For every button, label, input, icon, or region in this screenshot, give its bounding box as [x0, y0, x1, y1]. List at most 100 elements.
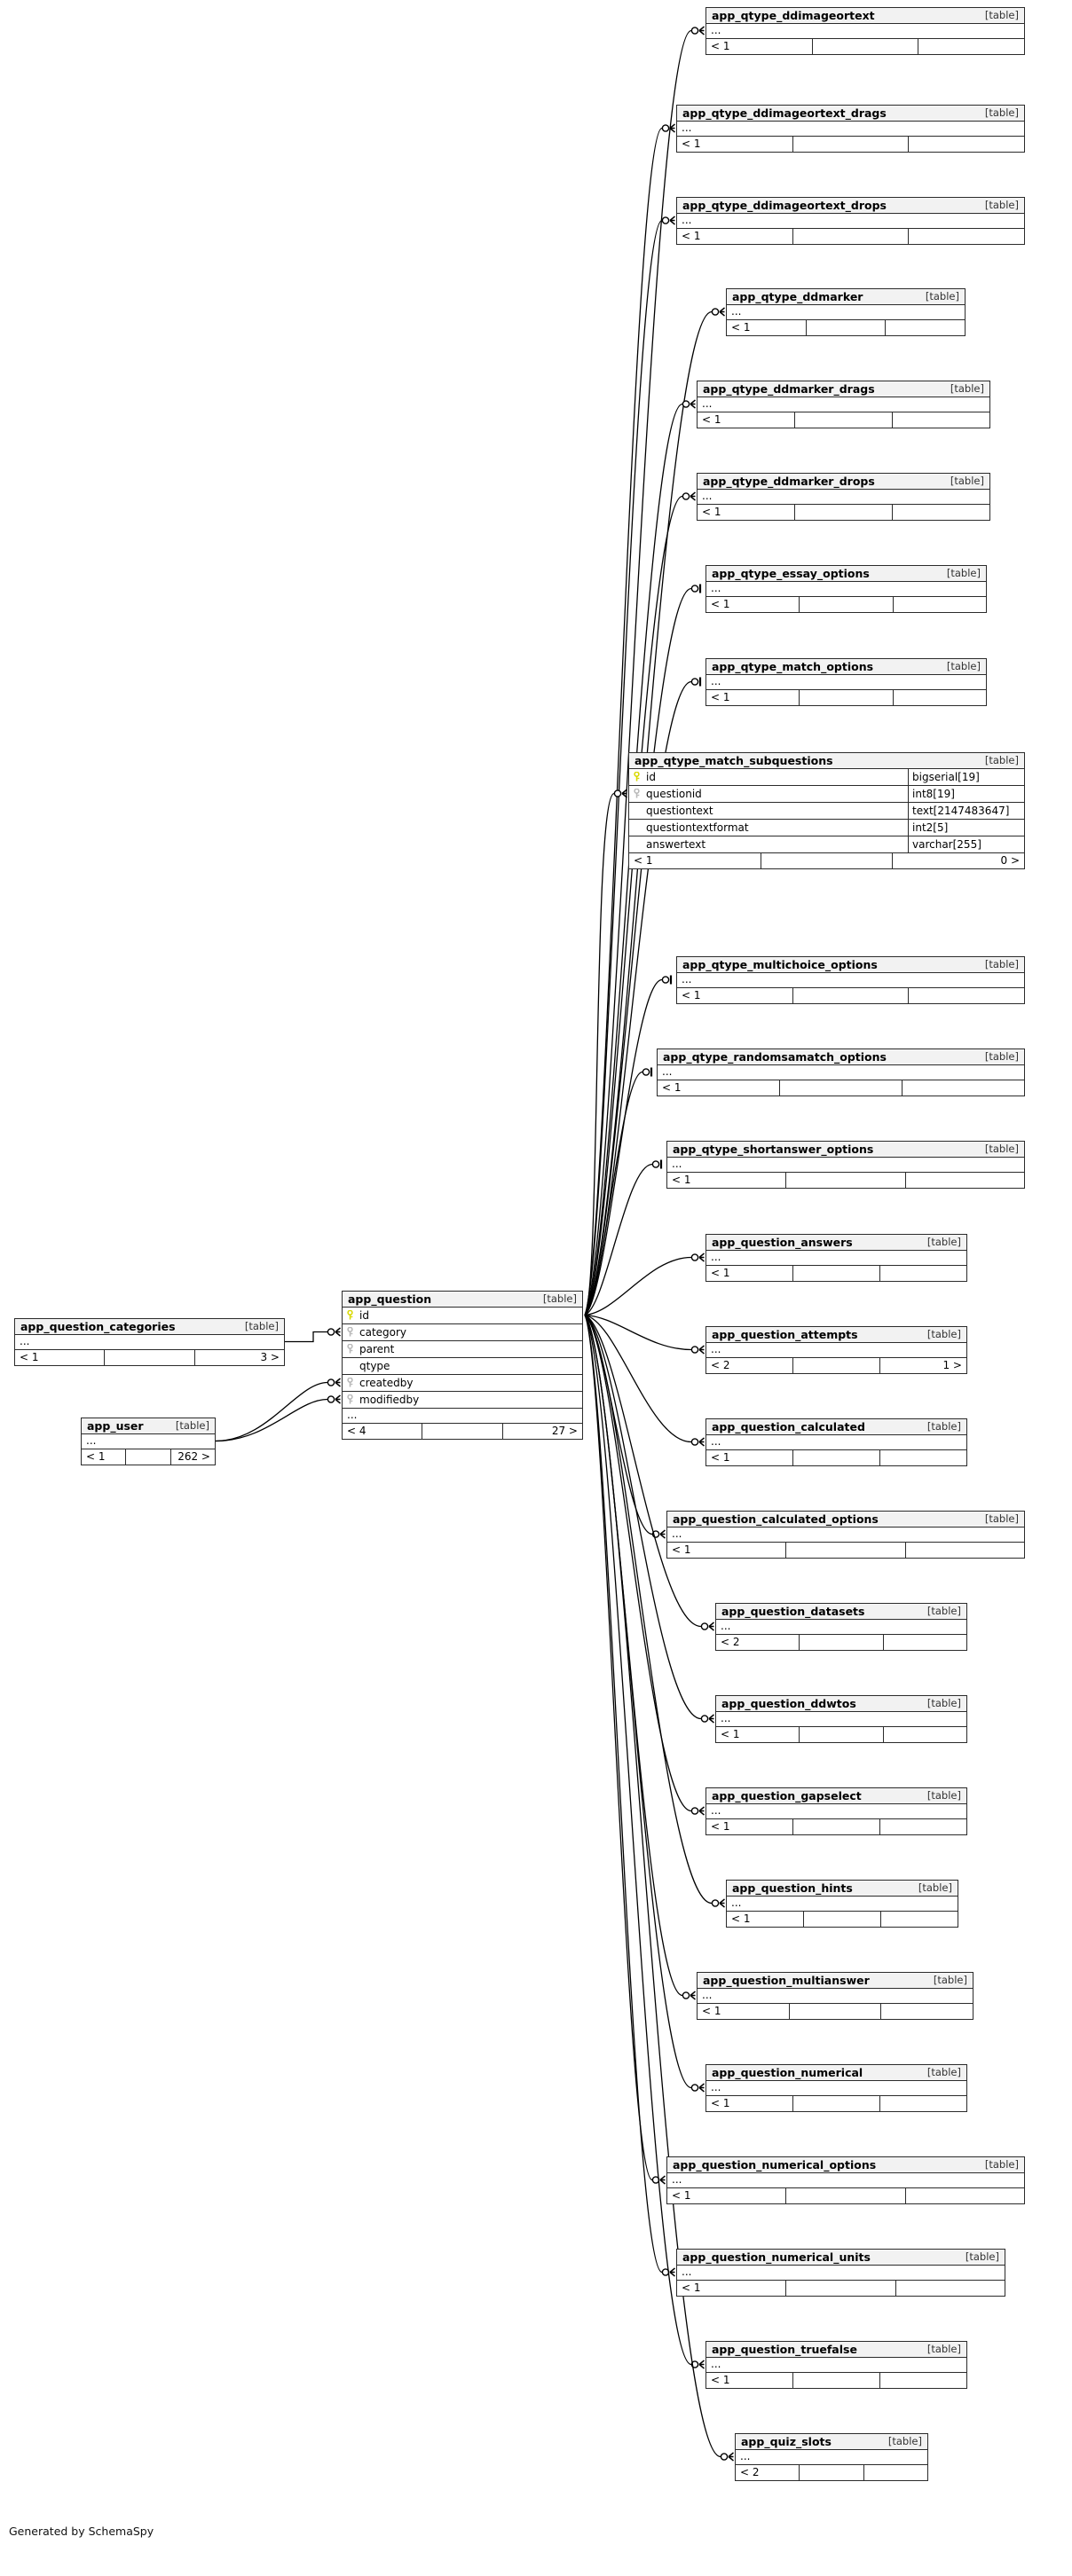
table-name: app_question	[348, 1292, 432, 1306]
table-node-app_qtype_ddimageortext_drops[interactable]: app_qtype_ddimageortext_drops[table]...<…	[676, 197, 1025, 245]
footer-parent-count: < 1	[677, 229, 793, 244]
footer-child-count	[909, 229, 1024, 244]
table-header: app_qtype_ddmarker_drags[table]	[698, 381, 989, 397]
column-name: id	[646, 771, 656, 783]
table-node-app_question_ddwtos[interactable]: app_question_ddwtos[table]...< 1	[715, 1695, 967, 1743]
footer-middle-cell	[786, 2281, 896, 2296]
footer-parent-count: < 1	[716, 1727, 800, 1742]
table-collapsed-ellipsis: ...	[677, 2266, 1005, 2281]
footer-parent-count: < 2	[716, 1635, 800, 1650]
table-node-app_question_answers[interactable]: app_question_answers[table]...< 1	[705, 1234, 967, 1282]
table-type-tag: [table]	[887, 2435, 922, 2447]
table-node-app_qtype_ddimageortext_drags[interactable]: app_qtype_ddimageortext_drags[table]...<…	[676, 105, 1025, 153]
table-node-app_question_hints[interactable]: app_question_hints[table]...< 1	[726, 1880, 958, 1928]
table-type-tag: [table]	[946, 567, 981, 579]
table-node-app_qtype_ddimageortext[interactable]: app_qtype_ddimageortext[table]...< 1	[705, 7, 1025, 55]
table-type-tag: [table]	[244, 1320, 279, 1332]
table-header: app_qtype_ddimageortext_drops[table]	[677, 198, 1024, 214]
footer-parent-count: < 1	[15, 1350, 106, 1365]
table-node-app_qtype_randomsamatch_options[interactable]: app_qtype_randomsamatch_options[table]..…	[657, 1048, 1025, 1096]
table-node-app_question_numerical[interactable]: app_question_numerical[table]...< 1	[705, 2064, 967, 2112]
footer-parent-count: < 1	[727, 1912, 804, 1927]
table-collapsed-ellipsis: ...	[706, 1343, 966, 1358]
table-node-app_qtype_ddmarker[interactable]: app_qtype_ddmarker[table]...< 1	[726, 288, 966, 336]
table-column-createdby: createdby	[343, 1375, 582, 1392]
table-node-app_quiz_slots[interactable]: app_quiz_slots[table]...< 2	[735, 2433, 928, 2481]
table-type-tag: [table]	[984, 1143, 1019, 1155]
table-node-app_qtype_shortanswer_options[interactable]: app_qtype_shortanswer_options[table]...<…	[666, 1141, 1025, 1189]
footer-middle-cell	[807, 320, 887, 335]
footer-child-count	[884, 1727, 966, 1742]
table-collapsed-ellipsis: ...	[677, 214, 1024, 229]
column-name: category	[359, 1326, 407, 1339]
table-footer-row: < 1	[667, 1173, 1024, 1188]
footer-child-count	[909, 137, 1024, 152]
table-header: app_question_numerical_units[table]	[677, 2250, 1005, 2266]
table-node-app_qtype_essay_options[interactable]: app_qtype_essay_options[table]...< 1	[705, 565, 987, 613]
table-collapsed-ellipsis: ...	[727, 1897, 958, 1912]
table-name: app_qtype_ddimageortext	[712, 8, 875, 22]
table-name: app_qtype_ddmarker_drops	[703, 474, 875, 488]
table-type-tag: [table]	[984, 106, 1019, 119]
table-type-tag: [table]	[926, 2343, 961, 2355]
table-node-app_qtype_ddmarker_drops[interactable]: app_qtype_ddmarker_drops[table]...< 1	[697, 473, 990, 521]
table-node-app_question_truefalse[interactable]: app_question_truefalse[table]...< 1	[705, 2341, 967, 2389]
table-node-app_question_multianswer[interactable]: app_question_multianswer[table]...< 1	[697, 1972, 973, 2020]
table-node-app_question_datasets[interactable]: app_question_datasets[table]...< 2	[715, 1603, 967, 1651]
table-header: app_question_ddwtos[table]	[716, 1696, 966, 1712]
footer-child-count	[894, 690, 986, 705]
footer-middle-cell	[795, 505, 893, 520]
table-collapsed-ellipsis: ...	[706, 2358, 966, 2373]
table-node-app_question_numerical_units[interactable]: app_question_numerical_units[table]...< …	[676, 2249, 1005, 2297]
generated-by-note: Generated by SchemaSpy	[9, 2525, 154, 2538]
table-type-tag: [table]	[926, 2066, 961, 2078]
table-type-tag: [table]	[965, 2250, 999, 2263]
column-type: varchar[255]	[908, 836, 1024, 852]
table-node-app_question_gapselect[interactable]: app_question_gapselect[table]...< 1	[705, 1787, 967, 1835]
table-footer-row: < 1	[706, 690, 986, 705]
table-name: app_question_calculated	[712, 1419, 865, 1433]
footer-child-count	[906, 1543, 1024, 1558]
table-name: app_qtype_match_subquestions	[635, 753, 833, 767]
footer-middle-cell	[786, 2188, 906, 2203]
table-collapsed-ellipsis: ...	[706, 675, 986, 690]
table-name: app_quiz_slots	[741, 2434, 832, 2448]
table-node-app_qtype_match_options[interactable]: app_qtype_match_options[table]...< 1	[705, 658, 987, 706]
table-type-tag: [table]	[950, 475, 984, 487]
footer-middle-cell	[804, 1912, 881, 1927]
column-type: int2[5]	[908, 820, 1024, 836]
footer-child-count	[880, 1266, 966, 1281]
table-name: app_qtype_randomsamatch_options	[663, 1049, 887, 1064]
footer-parent-count: < 1	[677, 988, 793, 1003]
table-node-app_qtype_ddmarker_drags[interactable]: app_qtype_ddmarker_drags[table]...< 1	[697, 381, 990, 428]
table-collapsed-ellipsis: ...	[706, 24, 1024, 39]
table-footer-row: < 2	[736, 2465, 927, 2480]
table-header: app_question_truefalse[table]	[706, 2342, 966, 2358]
table-node-app_question_calculated_options[interactable]: app_question_calculated_options[table]..…	[666, 1511, 1025, 1559]
footer-parent-count: < 1	[706, 39, 813, 54]
table-node-app_qtype_multichoice_options[interactable]: app_qtype_multichoice_options[table]...<…	[676, 956, 1025, 1004]
table-collapsed-ellipsis: ...	[82, 1434, 215, 1449]
table-name: app_question_answers	[712, 1235, 853, 1249]
footer-child-count	[903, 1080, 1024, 1096]
footer-child-count	[880, 2373, 966, 2388]
table-node-app_question_numerical_options[interactable]: app_question_numerical_options[table]...…	[666, 2156, 1025, 2204]
table-node-app_question_calculated[interactable]: app_question_calculated[table]...< 1	[705, 1418, 967, 1466]
footer-child-count	[880, 1450, 966, 1465]
table-type-tag: [table]	[926, 1789, 961, 1802]
column-name: answertext	[646, 838, 706, 851]
table-name: app_user	[87, 1418, 144, 1433]
table-header: app_qtype_ddimageortext[table]	[706, 8, 1024, 24]
table-collapsed-ellipsis: ...	[727, 305, 965, 320]
table-collapsed-ellipsis: ...	[698, 397, 989, 412]
footer-middle-cell	[793, 229, 910, 244]
footer-child-count: 262 >	[177, 1450, 210, 1463]
